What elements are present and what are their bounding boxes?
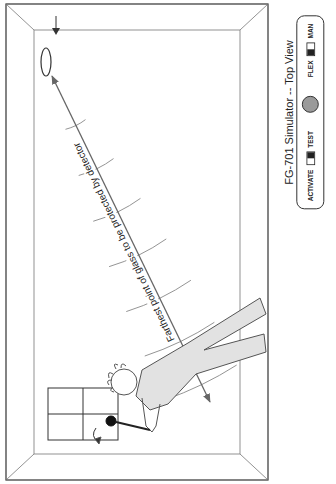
- panel-title: FG-701 Simulator -- Top View: [283, 15, 296, 209]
- window-frame: [48, 388, 118, 440]
- panel-face: ACTIVATE TEST FLEX MAN: [296, 15, 324, 209]
- switch-label: FLEX: [307, 60, 314, 77]
- simulator-head: [106, 416, 116, 426]
- detector-pointer-head: [52, 28, 60, 35]
- slide-switch: [306, 151, 315, 165]
- room-corner: [6, 4, 268, 480]
- room-wall: [6, 4, 268, 480]
- simulator-handle: [116, 422, 150, 430]
- simulator-panel: FG-701 Simulator -- Top ViewACTIVATE TEST…: [283, 15, 324, 209]
- window: [48, 388, 118, 440]
- person-head: [111, 369, 137, 395]
- sweep-arrow-head: [95, 437, 101, 444]
- switch-label: TEST: [307, 131, 314, 148]
- person-hair: [108, 364, 126, 392]
- detector: [41, 16, 60, 76]
- switch-label: ACTIVATE: [307, 169, 314, 201]
- activate-button: [301, 95, 319, 113]
- switch-label: MAN: [307, 23, 314, 38]
- window-mullion: [48, 388, 118, 440]
- person-arm: [142, 398, 160, 432]
- person: [93, 298, 266, 444]
- glass-break-detector: [41, 48, 51, 76]
- slide-switch: [306, 42, 315, 56]
